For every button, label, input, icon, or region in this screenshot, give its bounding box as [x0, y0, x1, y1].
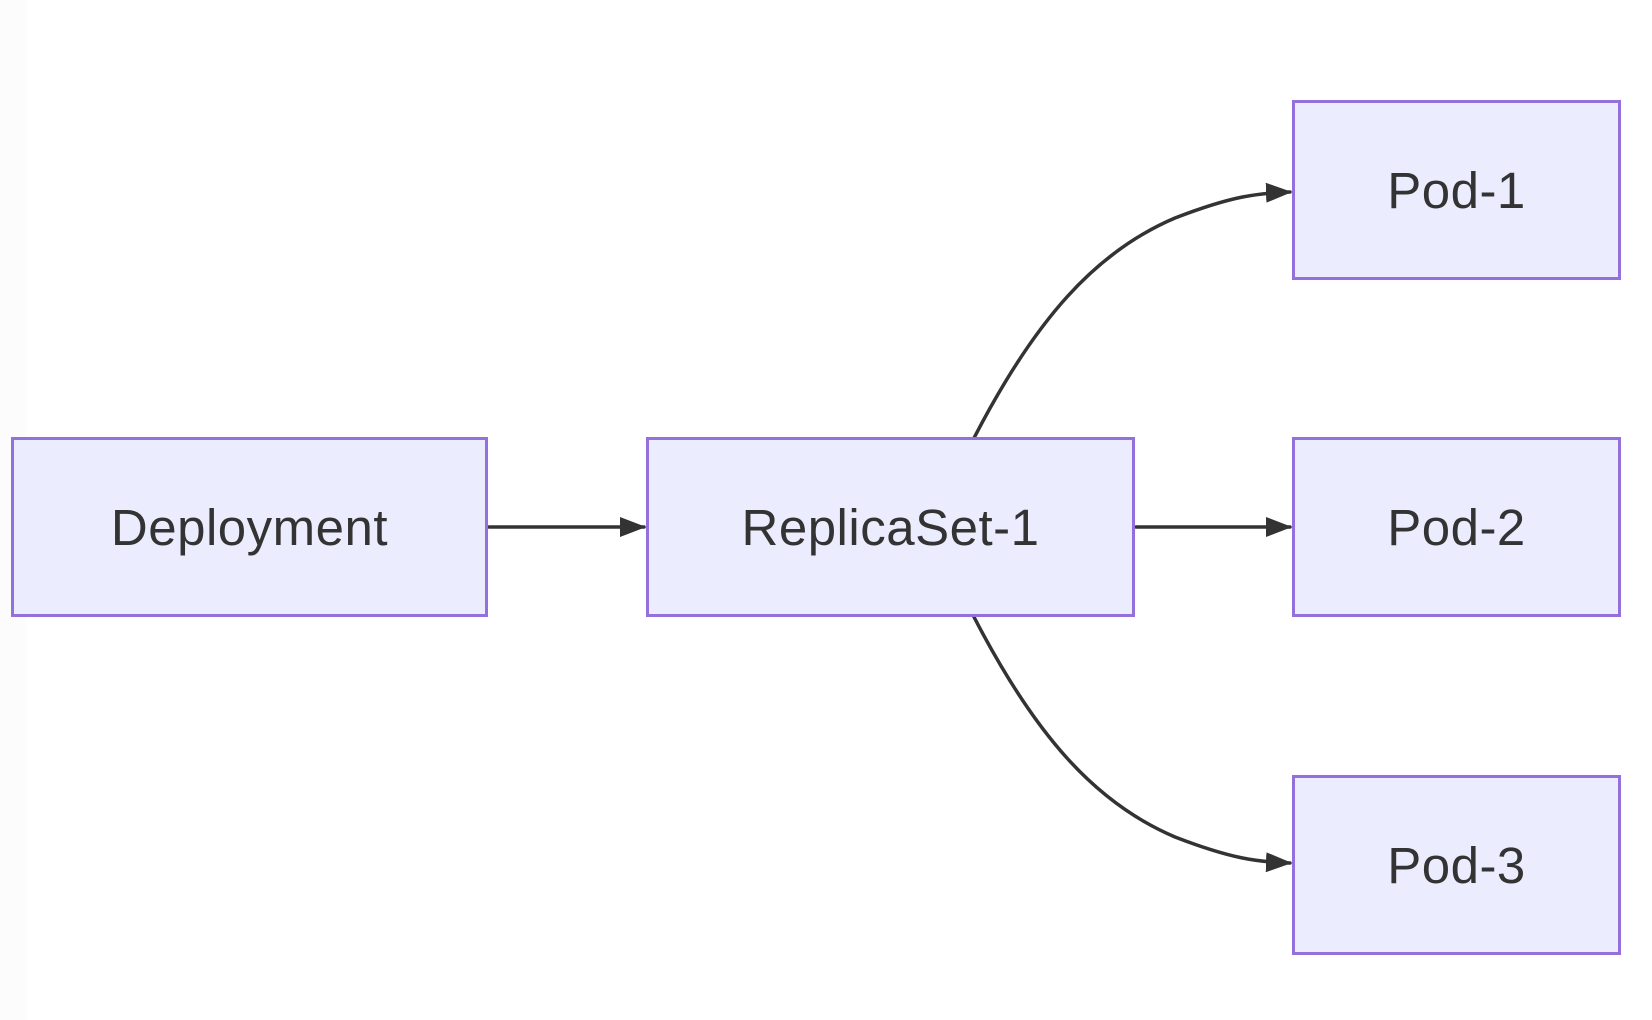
- node-replicaset-1: ReplicaSet-1: [646, 437, 1135, 617]
- edge-replicaset-1-to-pod-3: [972, 615, 1292, 873]
- node-deployment-label: Deployment: [110, 498, 389, 556]
- node-pod-3-label: Pod-3: [1387, 836, 1526, 894]
- node-deployment: Deployment: [11, 437, 488, 617]
- node-pod-3: Pod-3: [1292, 775, 1621, 955]
- edge-replicaset-1-to-pod-1: [972, 182, 1292, 440]
- node-pod-1-label: Pod-1: [1387, 161, 1526, 219]
- node-pod-2: Pod-2: [1292, 437, 1621, 617]
- node-pod-1: Pod-1: [1292, 100, 1621, 280]
- node-replicaset-1-label: ReplicaSet-1: [741, 498, 1040, 556]
- node-pod-2-label: Pod-2: [1387, 498, 1526, 556]
